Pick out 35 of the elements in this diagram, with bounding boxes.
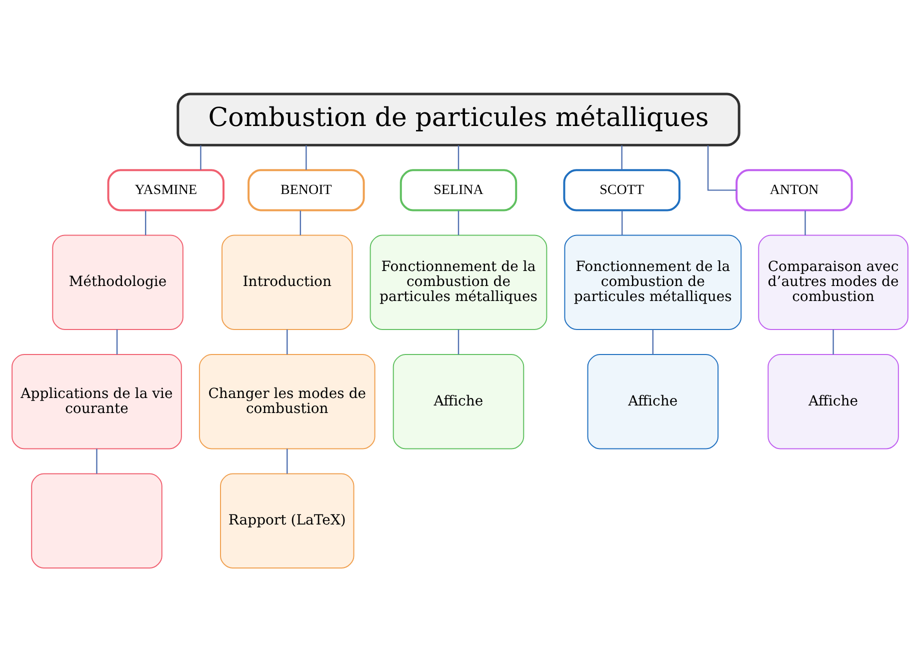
connector — [306, 145, 307, 170]
connector — [300, 210, 302, 236]
connector — [707, 145, 736, 191]
node-box: Fonctionnement de la combustion de particules métalliques — [370, 234, 548, 330]
connector — [621, 210, 623, 236]
node-box: Applications de la vie courante — [12, 354, 182, 450]
node-box: SELINA — [400, 169, 518, 212]
node-box — [31, 473, 162, 568]
connector — [286, 330, 288, 354]
node-box: ANTON — [736, 169, 853, 212]
node-box: Rapport (LaTeX) — [220, 473, 354, 568]
node-box: Affiche — [587, 354, 719, 450]
node-box: SCOTT — [563, 169, 680, 212]
node-box: Changer les modes de combustion — [198, 354, 376, 450]
node-box: BENOIT — [248, 169, 365, 212]
connector — [621, 145, 622, 170]
node-box: Fonctionnement de la combustion de particules métalliques — [564, 234, 742, 330]
connector — [832, 330, 834, 354]
connector — [458, 210, 460, 236]
connector — [652, 330, 654, 354]
node-box: Affiche — [392, 354, 524, 450]
node-box: Combustion de particules métalliques — [176, 92, 740, 146]
connector — [286, 448, 288, 474]
connector — [458, 330, 460, 354]
connector — [145, 210, 146, 236]
node-box: Affiche — [768, 354, 899, 450]
connector — [458, 145, 460, 170]
node-box: Comparaison avec d’autres modes de combustion — [758, 234, 908, 330]
node-box: YASMINE — [107, 169, 225, 212]
node-box: Introduction — [222, 234, 353, 330]
connector — [116, 330, 118, 354]
connector — [96, 448, 98, 474]
connector — [804, 210, 806, 236]
connector — [200, 145, 202, 170]
node-box: Méthodologie — [52, 234, 184, 330]
